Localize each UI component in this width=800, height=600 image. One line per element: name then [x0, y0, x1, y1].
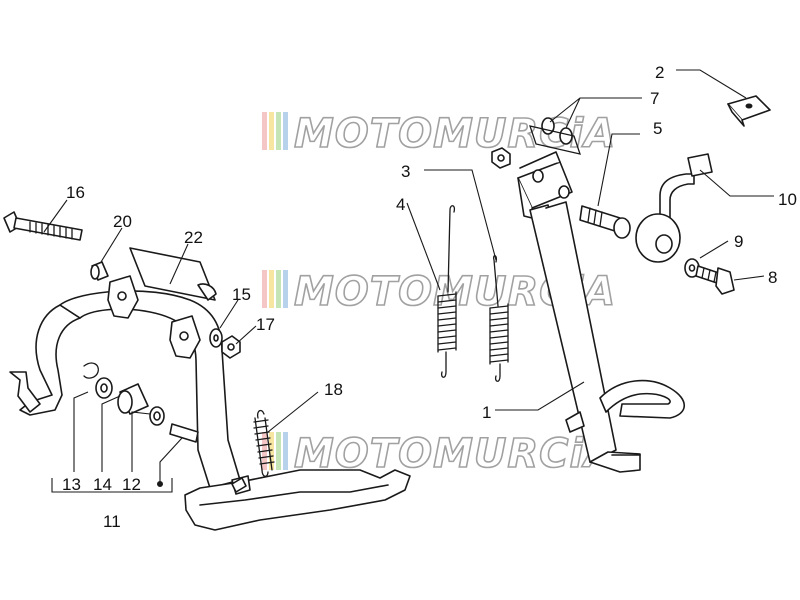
watermark-stripe: [269, 432, 274, 470]
watermark-stripe: [269, 112, 274, 150]
callout-1: 1: [482, 403, 491, 422]
callout-3: 3: [401, 162, 410, 181]
watermark-stripe: [269, 270, 274, 308]
callout-14: 14: [93, 475, 112, 494]
watermark-stripe: [283, 112, 288, 150]
spacer-20: [90, 261, 109, 281]
callout-11: 11: [103, 512, 121, 531]
stand-brackets: [107, 275, 201, 359]
nut-7: [491, 147, 511, 169]
washer-15: [209, 328, 223, 348]
center-stand: [9, 290, 411, 531]
watermark-stripe: [283, 270, 288, 308]
callout-5: 5: [653, 119, 662, 138]
callout-17: 17: [256, 315, 275, 334]
callout-labels: 1 2 3 4 5 7 8 9 10 11 12 13 14 15 16 17 …: [62, 63, 797, 531]
callout-20: 20: [113, 212, 132, 231]
watermark-stripe: [262, 270, 267, 308]
leader-lines: [43, 69, 774, 493]
spring-4: [437, 205, 457, 378]
clip-2: [727, 95, 771, 127]
callout-9: 9: [734, 232, 743, 251]
rubber-pad-10: [635, 153, 713, 263]
watermark-stripe: [276, 112, 281, 150]
bolt-16: [3, 211, 83, 241]
callout-7: 7: [650, 89, 659, 108]
callout-16: 16: [66, 183, 85, 202]
watermark-stripe: [276, 432, 281, 470]
pivot-parts: [83, 362, 199, 443]
side-stand: [517, 151, 686, 473]
callout-2: 2: [655, 63, 664, 82]
watermark-stripe: [262, 112, 267, 150]
callout-15: 15: [232, 285, 251, 304]
callout-13: 13: [62, 475, 81, 494]
washers-7: [529, 117, 581, 155]
nut-17: [221, 335, 241, 359]
bolt-8: [695, 265, 735, 295]
callout-10: 10: [778, 190, 797, 209]
watermark-stripe: [283, 432, 288, 470]
callout-8: 8: [768, 268, 777, 287]
callout-12: 12: [122, 475, 141, 494]
spring-18: [253, 409, 275, 477]
callout-4: 4: [396, 195, 405, 214]
callout-22: 22: [184, 228, 203, 247]
pin-5: [579, 205, 631, 239]
watermark-stripe: [276, 270, 281, 308]
callout-18: 18: [324, 380, 343, 399]
plate-22: [129, 247, 217, 301]
